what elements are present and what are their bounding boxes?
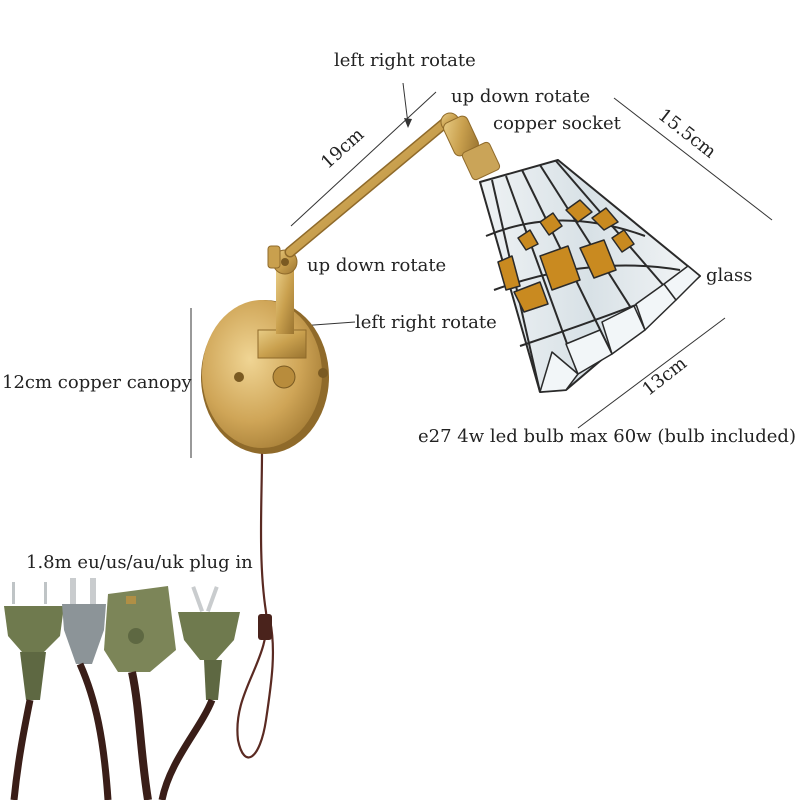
plug-label: 1.8m eu/us/au/uk plug in [26, 552, 253, 573]
top-rotate-leader [402, 82, 409, 125]
dimension-lines [190, 82, 773, 458]
top-rotate-arrowhead [404, 118, 412, 128]
joint-rotate-mid-label: up down rotate [307, 255, 447, 276]
joint-rotate-top-label: up down rotate [451, 86, 591, 107]
glass-label: glass [706, 265, 753, 286]
uk-plug [104, 586, 176, 800]
plug-set [4, 578, 240, 800]
bulb-label: e27 4w led bulb max 60w (bulb included) [418, 426, 796, 447]
shade-width-dimension-line [577, 317, 726, 429]
top-rotate-label: left right rotate [334, 50, 476, 71]
base-rotate-label: left right rotate [355, 312, 497, 333]
inline-switch [258, 614, 272, 640]
swing-arm [284, 116, 452, 258]
arm-dimension-line [290, 91, 437, 227]
au-plug [158, 586, 240, 800]
copper-socket [440, 112, 501, 181]
canopy-label: 12cm copper canopy [2, 372, 192, 393]
shade-height-dimension-line [613, 97, 773, 221]
copper-canopy [201, 300, 329, 454]
glass-shade [479, 159, 701, 393]
us-plug [62, 578, 112, 800]
copper-socket-label: copper socket [493, 113, 621, 134]
power-cord [236, 451, 275, 759]
eu-plug [4, 582, 64, 800]
